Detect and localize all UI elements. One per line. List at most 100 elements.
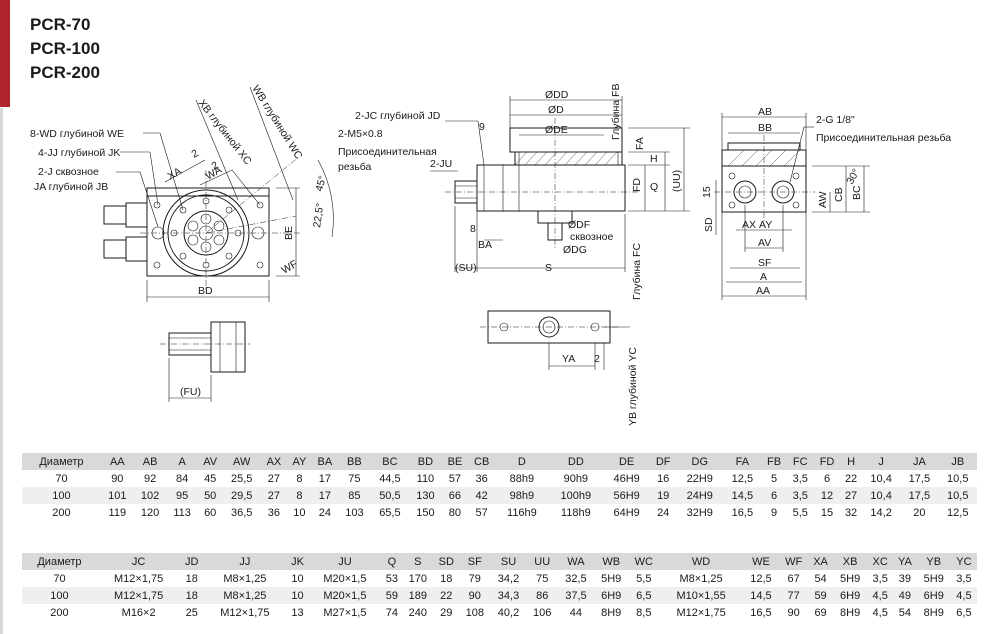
table-cell: 16,5: [731, 506, 754, 519]
label-dg: ØDG: [563, 244, 587, 256]
table-header-cell: AW: [222, 453, 261, 470]
table-cell: 36: [267, 506, 281, 519]
table-cell: 6H9: [916, 587, 951, 604]
table-cell: M12×1,75: [220, 606, 270, 619]
table-cell: M10×1,55: [659, 587, 743, 604]
table-cell: 90: [459, 587, 491, 604]
table-header-cell: WB: [594, 553, 629, 570]
front-view-labels: 8-WD глубиной WE 4-JJ глубиной JK 2-J ск…: [30, 83, 329, 398]
table-cell: 67: [787, 572, 800, 585]
table-cell: 20: [913, 506, 926, 519]
table-header-cell: FC: [786, 453, 814, 470]
table-cell: 17,5: [908, 472, 931, 485]
table-cell: 15: [820, 506, 834, 519]
table-cell: 59: [381, 587, 403, 604]
table-cell: 5H9: [923, 572, 944, 585]
table-cell: 14,2: [870, 506, 892, 519]
table-cell: 70: [53, 572, 66, 585]
label-connection: Присоединительная: [338, 146, 437, 158]
table-header-cell: Диаметр: [22, 453, 101, 470]
table-cell: 22: [433, 587, 460, 604]
table-cell: 66: [441, 487, 469, 504]
table-cell: M8×1,25: [679, 572, 723, 585]
end-view-labels: AB BB 2-G 1/8" Присоединительная резьба …: [701, 106, 951, 297]
table-cell: 57: [448, 472, 462, 485]
label-cb: CB: [833, 187, 845, 202]
label-uu: (UU): [671, 170, 683, 192]
table-header-cell: A: [166, 453, 198, 470]
table-cell: 32: [844, 506, 858, 519]
table-cell: 119: [108, 506, 127, 519]
label-su: (SU): [455, 262, 477, 274]
table-cell: 29,5: [222, 487, 261, 504]
table-cell: 90h9: [563, 472, 589, 485]
callout-wd: 8-WD глубиной WE: [30, 128, 124, 140]
table-header-cell: FA: [723, 453, 762, 470]
table-cell: 100: [22, 487, 101, 504]
callout-ja: JA глубиной JB: [34, 181, 108, 193]
table-header-cell: BA: [311, 453, 338, 470]
label-xb: XB глубиной XC: [196, 97, 254, 167]
table-cell: 95: [166, 487, 198, 504]
table-header-cell: J: [862, 453, 901, 470]
table-cell: 10,5: [938, 487, 977, 504]
label-connection-thread: Присоединительная резьба: [816, 132, 951, 144]
table-header-cell: XA: [808, 553, 834, 570]
table-header-cell: JC: [96, 553, 181, 570]
table-header-cell: YA: [893, 553, 917, 570]
table-cell: 90: [787, 606, 800, 619]
label-g: 2-G 1/8": [816, 114, 855, 126]
table-cell: 17: [311, 487, 338, 504]
label-22-5: 22,5°: [311, 202, 326, 228]
table-cell: 53: [385, 572, 398, 585]
table-cell: 34,2: [497, 572, 520, 585]
table-cell: 4,5: [950, 587, 977, 604]
table-cell: 18: [185, 572, 198, 585]
table-header-cell: JA: [900, 453, 939, 470]
label-two: 2: [210, 159, 221, 172]
table-header-cell: JK: [286, 553, 309, 570]
table-cell: 85: [338, 487, 371, 504]
table-cell: 37,5: [557, 587, 595, 604]
table-cell: 12,5: [750, 572, 772, 585]
table-cell: 100: [22, 587, 97, 604]
table-cell: 110: [416, 472, 435, 485]
label-sf: SF: [758, 257, 771, 269]
table-cell: 25: [185, 606, 198, 619]
table-header-cell: BC: [370, 453, 410, 470]
table-cell: 10: [293, 506, 306, 519]
table-header-cell: BD: [409, 453, 442, 470]
table-cell: 10: [286, 587, 309, 604]
label-fu: (FU): [180, 386, 201, 398]
label-thread: резьба: [338, 161, 372, 173]
front-view: [103, 86, 334, 402]
table-cell: 5H9: [601, 572, 622, 585]
label-m5: 2-M5×0.8: [338, 128, 383, 140]
accent-bar: [0, 0, 10, 107]
table-cell: 90: [111, 472, 124, 485]
table-cell: 54: [898, 606, 912, 619]
table-cell: 77: [779, 587, 809, 604]
table-cell: 130: [409, 487, 442, 504]
table-cell: 16: [657, 472, 670, 485]
side-rule: [0, 108, 3, 634]
table-header-cell: DF: [650, 453, 677, 470]
table-cell: 4,5: [872, 606, 888, 619]
table-cell: 22: [844, 472, 858, 485]
table-cell: 100h9: [548, 487, 604, 504]
table-header-cell: Диаметр: [22, 553, 97, 570]
table-cell: 74: [385, 606, 398, 619]
table-header-cell: WD: [659, 553, 743, 570]
label-eight: 8: [470, 223, 476, 235]
table-cell: 150: [416, 506, 435, 519]
table-cell: 200: [50, 606, 69, 619]
label-a: A: [760, 271, 767, 283]
table-cell: 14,5: [742, 587, 780, 604]
table-cell: 18: [440, 572, 453, 585]
table-cell: 27: [260, 487, 288, 504]
